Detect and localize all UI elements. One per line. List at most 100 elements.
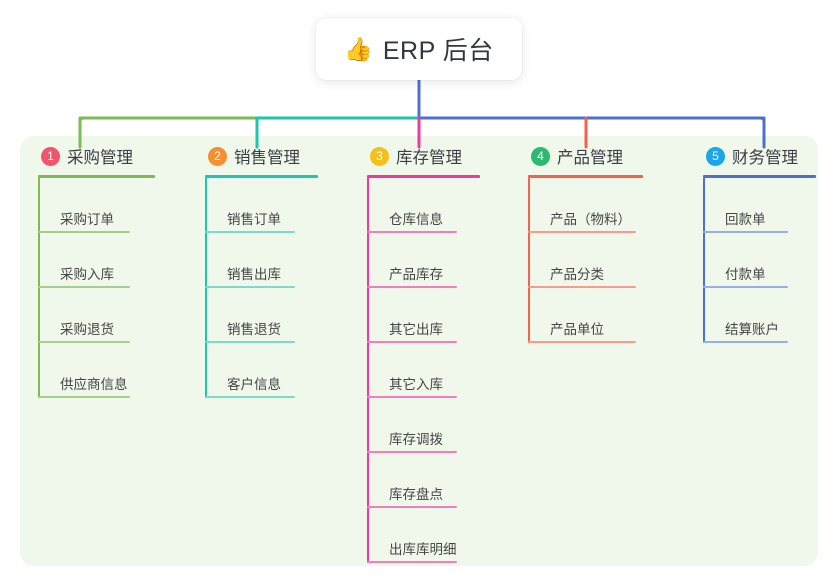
leaf-item[interactable]: 产品单位 — [528, 288, 643, 343]
leaf-item-label: 出库库明细 — [389, 542, 457, 557]
branches-background-panel — [20, 136, 818, 566]
branch-number-badge: 2 — [208, 146, 227, 166]
branch-header-3[interactable]: 3 库存管理 — [367, 144, 480, 168]
leaf-item-underline — [205, 396, 295, 398]
branch-spine — [205, 178, 207, 398]
branch-underline — [703, 175, 816, 178]
branch-column-2: 2 销售管理销售订单销售出库销售退货客户信息 — [205, 144, 318, 398]
leaf-item[interactable]: 采购订单 — [38, 178, 155, 233]
leaf-item-underline — [367, 341, 457, 343]
leaf-item-underline — [38, 286, 130, 288]
leaf-item-underline — [367, 286, 457, 288]
leaf-item-underline — [367, 396, 457, 398]
branch-leaf-list: 回款单付款单结算账户 — [703, 178, 816, 343]
leaf-item-label: 付款单 — [725, 267, 766, 282]
leaf-item-label: 采购入库 — [60, 267, 114, 282]
leaf-item-underline — [205, 286, 295, 288]
leaf-item-label: 产品单位 — [550, 322, 604, 337]
leaf-item-underline — [528, 231, 636, 233]
leaf-item-label: 采购退货 — [60, 322, 114, 337]
leaf-item-label: 销售出库 — [227, 267, 281, 282]
leaf-item-underline — [703, 231, 788, 233]
leaf-item-label: 供应商信息 — [60, 377, 128, 392]
leaf-item[interactable]: 采购退货 — [38, 288, 155, 343]
leaf-item-label: 产品库存 — [389, 267, 443, 282]
branch-header-4[interactable]: 4 产品管理 — [528, 144, 643, 168]
leaf-item[interactable]: 采购入库 — [38, 233, 155, 288]
leaf-item[interactable]: 仓库信息 — [367, 178, 480, 233]
branch-column-5: 5 财务管理回款单付款单结算账户 — [703, 144, 816, 343]
branch-header-1[interactable]: 1 采购管理 — [38, 144, 155, 168]
leaf-item[interactable]: 其它出库 — [367, 288, 480, 343]
leaf-item-underline — [367, 506, 457, 508]
leaf-item[interactable]: 销售出库 — [205, 233, 318, 288]
leaf-item[interactable]: 客户信息 — [205, 343, 318, 398]
elbow-branch-1 — [78, 116, 85, 130]
leaf-item[interactable]: 产品库存 — [367, 233, 480, 288]
leaf-item-label: 产品（物料） — [550, 212, 631, 227]
branch-underline — [38, 175, 155, 178]
leaf-item-label: 产品分类 — [550, 267, 604, 282]
leaf-item-label: 销售退货 — [227, 322, 281, 337]
leaf-item-label: 采购订单 — [60, 212, 114, 227]
branch-spine — [367, 178, 369, 563]
leaf-item-underline — [528, 286, 636, 288]
root-title: ERP 后台 — [382, 37, 494, 65]
branch-underline — [367, 175, 480, 178]
leaf-item-label: 库存盘点 — [389, 487, 443, 502]
leaf-item-label: 回款单 — [725, 212, 766, 227]
thumbs-up-icon: 👍 — [344, 35, 373, 62]
leaf-item-label: 仓库信息 — [389, 212, 443, 227]
leaf-item-label: 销售订单 — [227, 212, 281, 227]
branch-column-3: 3 库存管理仓库信息产品库存其它出库其它入库库存调拨库存盘点出库库明细 — [367, 144, 480, 563]
branch-title: 采购管理 — [67, 149, 133, 167]
branch-header-5[interactable]: 5 财务管理 — [703, 144, 816, 168]
branch-title: 产品管理 — [557, 149, 623, 167]
leaf-item-underline — [528, 341, 636, 343]
branch-number-badge: 3 — [370, 146, 389, 166]
branch-number-badge: 4 — [531, 146, 550, 166]
branch-leaf-list: 仓库信息产品库存其它出库其它入库库存调拨库存盘点出库库明细 — [367, 178, 480, 563]
leaf-item[interactable]: 库存调拨 — [367, 398, 480, 453]
branch-column-1: 1 采购管理采购订单采购入库采购退货供应商信息 — [38, 144, 155, 398]
root-node[interactable]: 👍 ERP 后台 — [316, 18, 522, 80]
leaf-item[interactable]: 销售退货 — [205, 288, 318, 343]
leaf-item[interactable]: 结算账户 — [703, 288, 816, 343]
elbow-branch-5 — [759, 116, 766, 130]
leaf-item-label: 其它出库 — [389, 322, 443, 337]
branch-title: 财务管理 — [732, 149, 798, 167]
leaf-item[interactable]: 出库库明细 — [367, 508, 480, 563]
leaf-item-label: 其它入库 — [389, 377, 443, 392]
branch-header-2[interactable]: 2 销售管理 — [205, 144, 318, 168]
leaf-item-underline — [38, 396, 130, 398]
branch-spine — [528, 178, 530, 343]
leaf-item-underline — [703, 286, 788, 288]
branch-number-badge: 5 — [706, 146, 725, 166]
branch-column-4: 4 产品管理产品（物料） 产品分类产品单位 — [528, 144, 643, 343]
leaf-item[interactable]: 库存盘点 — [367, 453, 480, 508]
leaf-item[interactable]: 回款单 — [703, 178, 816, 233]
leaf-item[interactable]: 其它入库 — [367, 343, 480, 398]
leaf-item[interactable]: 产品分类 — [528, 233, 643, 288]
leaf-item-underline — [38, 341, 130, 343]
branch-spine — [703, 178, 705, 343]
leaf-item-label: 结算账户 — [725, 322, 779, 337]
branch-underline — [528, 175, 643, 178]
branch-title: 库存管理 — [396, 149, 462, 167]
leaf-item[interactable]: 供应商信息 — [38, 343, 155, 398]
leaf-item-underline — [205, 231, 295, 233]
branch-number-badge: 1 — [41, 146, 60, 166]
leaf-item[interactable]: 产品（物料） — [528, 178, 643, 233]
leaf-item-underline — [367, 451, 457, 453]
leaf-item-label: 客户信息 — [227, 377, 281, 392]
leaf-item-underline — [367, 561, 457, 563]
leaf-item-underline — [38, 231, 130, 233]
leaf-item-label: 库存调拨 — [389, 432, 443, 447]
branch-spine — [38, 178, 40, 398]
branch-title: 销售管理 — [234, 149, 300, 167]
leaf-item[interactable]: 销售订单 — [205, 178, 318, 233]
leaf-item-underline — [703, 341, 788, 343]
leaf-item[interactable]: 付款单 — [703, 233, 816, 288]
branch-leaf-list: 销售订单销售出库销售退货客户信息 — [205, 178, 318, 398]
